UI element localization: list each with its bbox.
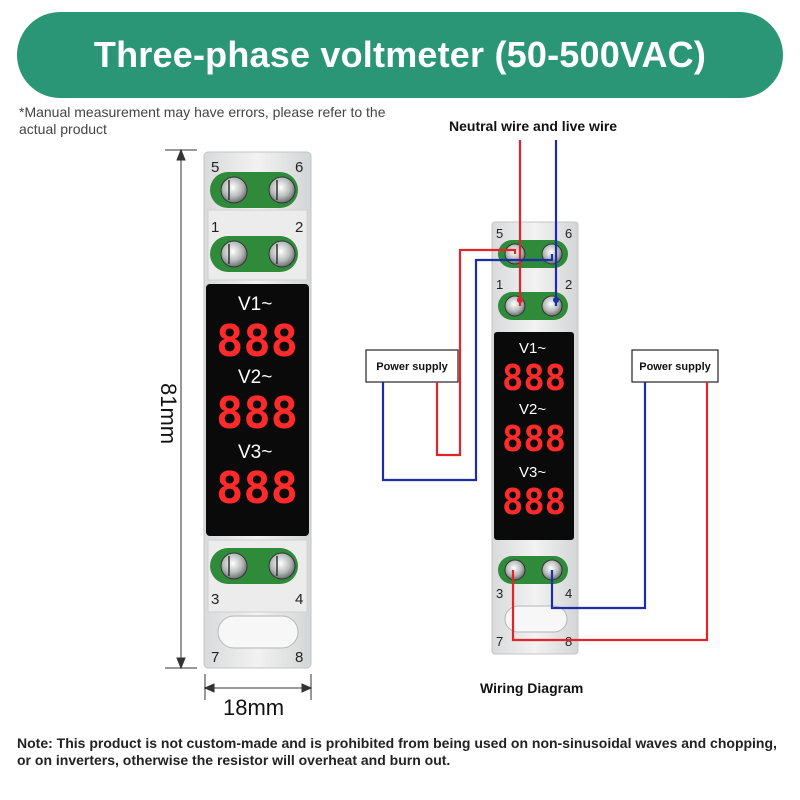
reading-v3: 888 [216,463,298,514]
power-supply-label-left: Power supply [376,361,448,373]
power-supply-box-left [365,349,459,383]
disclaimer-text: *Manual measurement may have errors, ple… [19,104,386,137]
wiring-reading-v1: 888 [502,358,566,399]
wires [381,140,709,642]
terminal-num-3: 3 [211,591,219,608]
power-supply-label-right: Power supply [639,361,711,373]
terminal-num-4: 4 [295,591,303,608]
wiring-screw-2-icon [541,295,563,317]
terminal-num-2: 2 [295,219,303,236]
wiring-terminal-num-3: 3 [496,586,503,601]
wiring-terminal-num-1: 1 [496,277,503,292]
display-panel [206,284,309,536]
screw-6-icon [268,176,296,204]
warning-note: Note: This product is not custom-made an… [17,735,777,768]
wiring-terminal-num-5: 5 [496,226,503,241]
wiring-screw-3-icon [504,559,526,581]
wiring-terminal-num-7: 7 [496,634,503,649]
width-dimension-label: 18mm [223,695,285,720]
wiring-reading-v2: 888 [502,419,566,460]
channel-label-v1: V1~ [238,294,272,315]
wiring-terminal-num-6: 6 [565,226,572,241]
screw-4-icon [268,552,296,580]
wire-left-neutral [381,254,554,482]
wire-right-live [511,382,709,642]
screw-5-icon [220,176,248,204]
left-device: 5 6 1 2 V1~ 888 V2~ 888 V3~ 888 3 4 7 8 [203,151,312,669]
channel-label-v2: V2~ [238,367,272,388]
wiring-device: 5 6 1 2 V1~ 888 V2~ 888 V3~ 888 3 4 7 8 [491,221,579,655]
width-dimension [203,674,313,700]
terminal-num-8: 8 [295,649,303,666]
wire-left-live [435,248,517,457]
title-banner: Three-phase voltmeter (50-500VAC) [17,12,783,98]
wiring-channel-label-v3: V3~ [519,464,546,481]
height-dimension-label: 81mm [156,383,181,445]
channel-label-v3: V3~ [238,442,272,463]
terminal-num-5: 5 [211,159,219,176]
din-clip [217,615,299,649]
wire-right-neutral [550,382,647,610]
wiring-top-label: Neutral wire and live wire [449,118,618,134]
banner-title: Three-phase voltmeter (50-500VAC) [93,34,707,75]
terminal-num-6: 6 [295,159,303,176]
wiring-channel-label-v2: V2~ [519,401,546,418]
reading-v2: 888 [216,388,298,439]
wiring-display-panel [494,332,574,540]
wiring-terminal-num-2: 2 [565,277,572,292]
wiring-terminal-num-8: 8 [565,634,572,649]
reading-v1: 888 [216,316,298,367]
height-dimension [165,148,197,670]
wiring-diagram-caption: Wiring Diagram [480,680,584,696]
terminal-num-7: 7 [211,649,219,666]
screw-3-icon [220,552,248,580]
screw-1-icon [220,240,248,268]
wiring-terminal-num-4: 4 [565,586,572,601]
wiring-reading-v3: 888 [502,482,566,523]
power-supply-box-right [631,349,719,383]
screw-2-icon [268,240,296,268]
wiring-channel-label-v1: V1~ [519,340,546,357]
terminal-num-1: 1 [211,219,219,236]
